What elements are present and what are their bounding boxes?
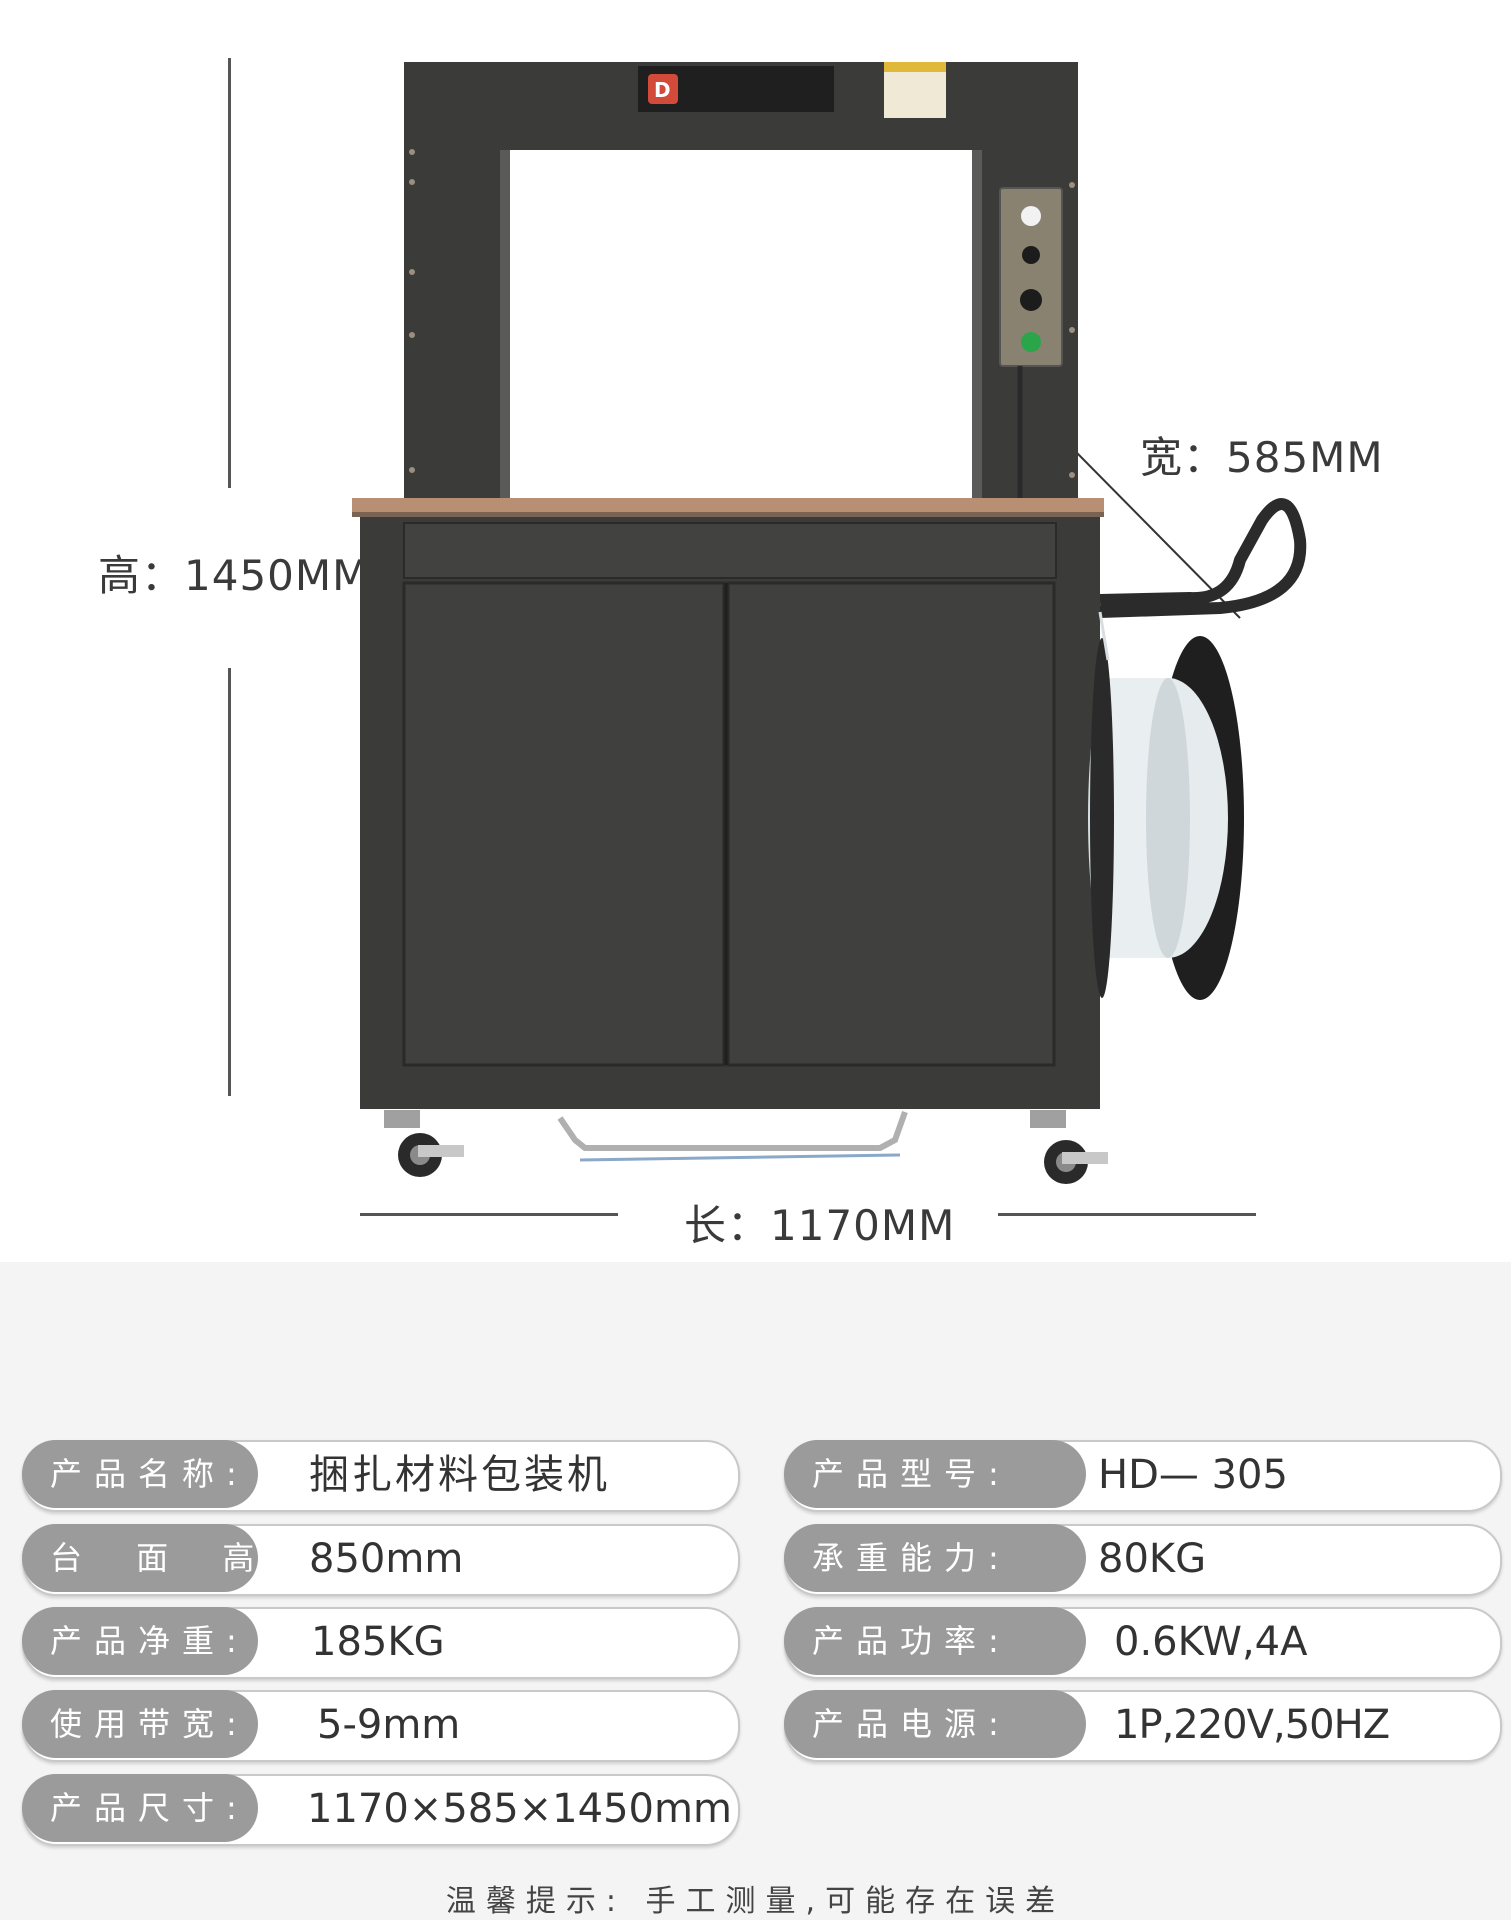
push-handle — [557, 1110, 908, 1151]
spec-value: 80KG — [1098, 1536, 1207, 1582]
spec-row-table-height: 台 面 高 : 850mm — [22, 1524, 740, 1596]
spec-label: 产品尺寸: — [22, 1774, 258, 1842]
spec-row-net-weight: 产品净重: 185KG — [22, 1607, 740, 1679]
spec-label: 产品电源: — [784, 1690, 1086, 1758]
height-dimension-line-bottom — [228, 668, 231, 1096]
spec-row-load-capacity: 承重能力: 80KG — [784, 1524, 1502, 1596]
spec-value: HD— 305 — [1098, 1452, 1288, 1498]
spec-row-power-supply: 产品电源: 1P,220V,50HZ — [784, 1690, 1502, 1762]
length-dimension-line-left — [360, 1213, 618, 1216]
spec-row-model: 产品型号: HD— 305 — [784, 1440, 1502, 1512]
svg-text:D: D — [654, 78, 671, 102]
length-dimension-line-right — [998, 1213, 1256, 1216]
strap-reel-front — [1090, 638, 1114, 998]
caster-right — [1030, 1110, 1108, 1184]
spec-label: 产品名称: — [22, 1440, 258, 1508]
product-image-area: 高：1450MM 宽：585MM 长：1170MM D — [98, 58, 1384, 1250]
spec-label: 承重能力: — [784, 1524, 1086, 1592]
spec-label: 产品型号: — [784, 1440, 1086, 1508]
cabinet-door-left — [402, 581, 726, 1067]
strapping-machine-illustration: D — [352, 62, 1307, 1184]
spec-value: 1170×585×1450mm — [307, 1786, 732, 1832]
spec-value: 5-9mm — [317, 1702, 461, 1748]
height-dimension-line-top — [228, 58, 231, 488]
width-dimension-label: 宽：585MM — [1140, 433, 1384, 482]
tabletop — [352, 498, 1104, 514]
spec-label: 使用带宽: — [22, 1690, 258, 1758]
spec-label: 产品净重: — [22, 1607, 258, 1675]
footer-note: 温馨提示: 手工测量,可能存在误差 — [445, 1884, 1066, 1919]
brand-logo-icon — [648, 74, 678, 104]
spec-row-product-size: 产品尺寸: 1170×585×1450mm — [22, 1774, 740, 1846]
start-button-icon — [1021, 332, 1041, 352]
control-knob-icon — [1022, 246, 1040, 264]
cabinet-top-strip — [403, 522, 1057, 579]
control-knob-white-icon — [1021, 206, 1041, 226]
spec-row-strap-width: 使用带宽: 5-9mm — [22, 1690, 740, 1762]
spec-value: 0.6KW,4A — [1114, 1619, 1308, 1665]
height-dimension-label: 高：1450MM — [98, 551, 370, 600]
control-panel — [999, 187, 1063, 367]
spec-label: 台 面 高 : — [22, 1524, 319, 1592]
control-dial-icon — [1020, 289, 1042, 311]
spec-row-power: 产品功率: 0.6KW,4A — [784, 1607, 1502, 1679]
spec-value: 185KG — [311, 1619, 445, 1665]
spec-row-product-name: 产品名称: 捆扎材料包装机 — [22, 1440, 740, 1512]
length-dimension-label: 长：1170MM — [684, 1201, 956, 1250]
spec-value: 1P,220V,50HZ — [1114, 1702, 1390, 1748]
caster-left — [384, 1110, 464, 1177]
cabinet-door-right — [726, 581, 1056, 1067]
spec-value: 捆扎材料包装机 — [309, 1452, 610, 1498]
spec-label: 产品功率: — [784, 1607, 1086, 1675]
spec-value: 850mm — [309, 1536, 464, 1582]
strap-guide-arm — [1099, 498, 1307, 618]
arch-opening — [500, 150, 982, 504]
